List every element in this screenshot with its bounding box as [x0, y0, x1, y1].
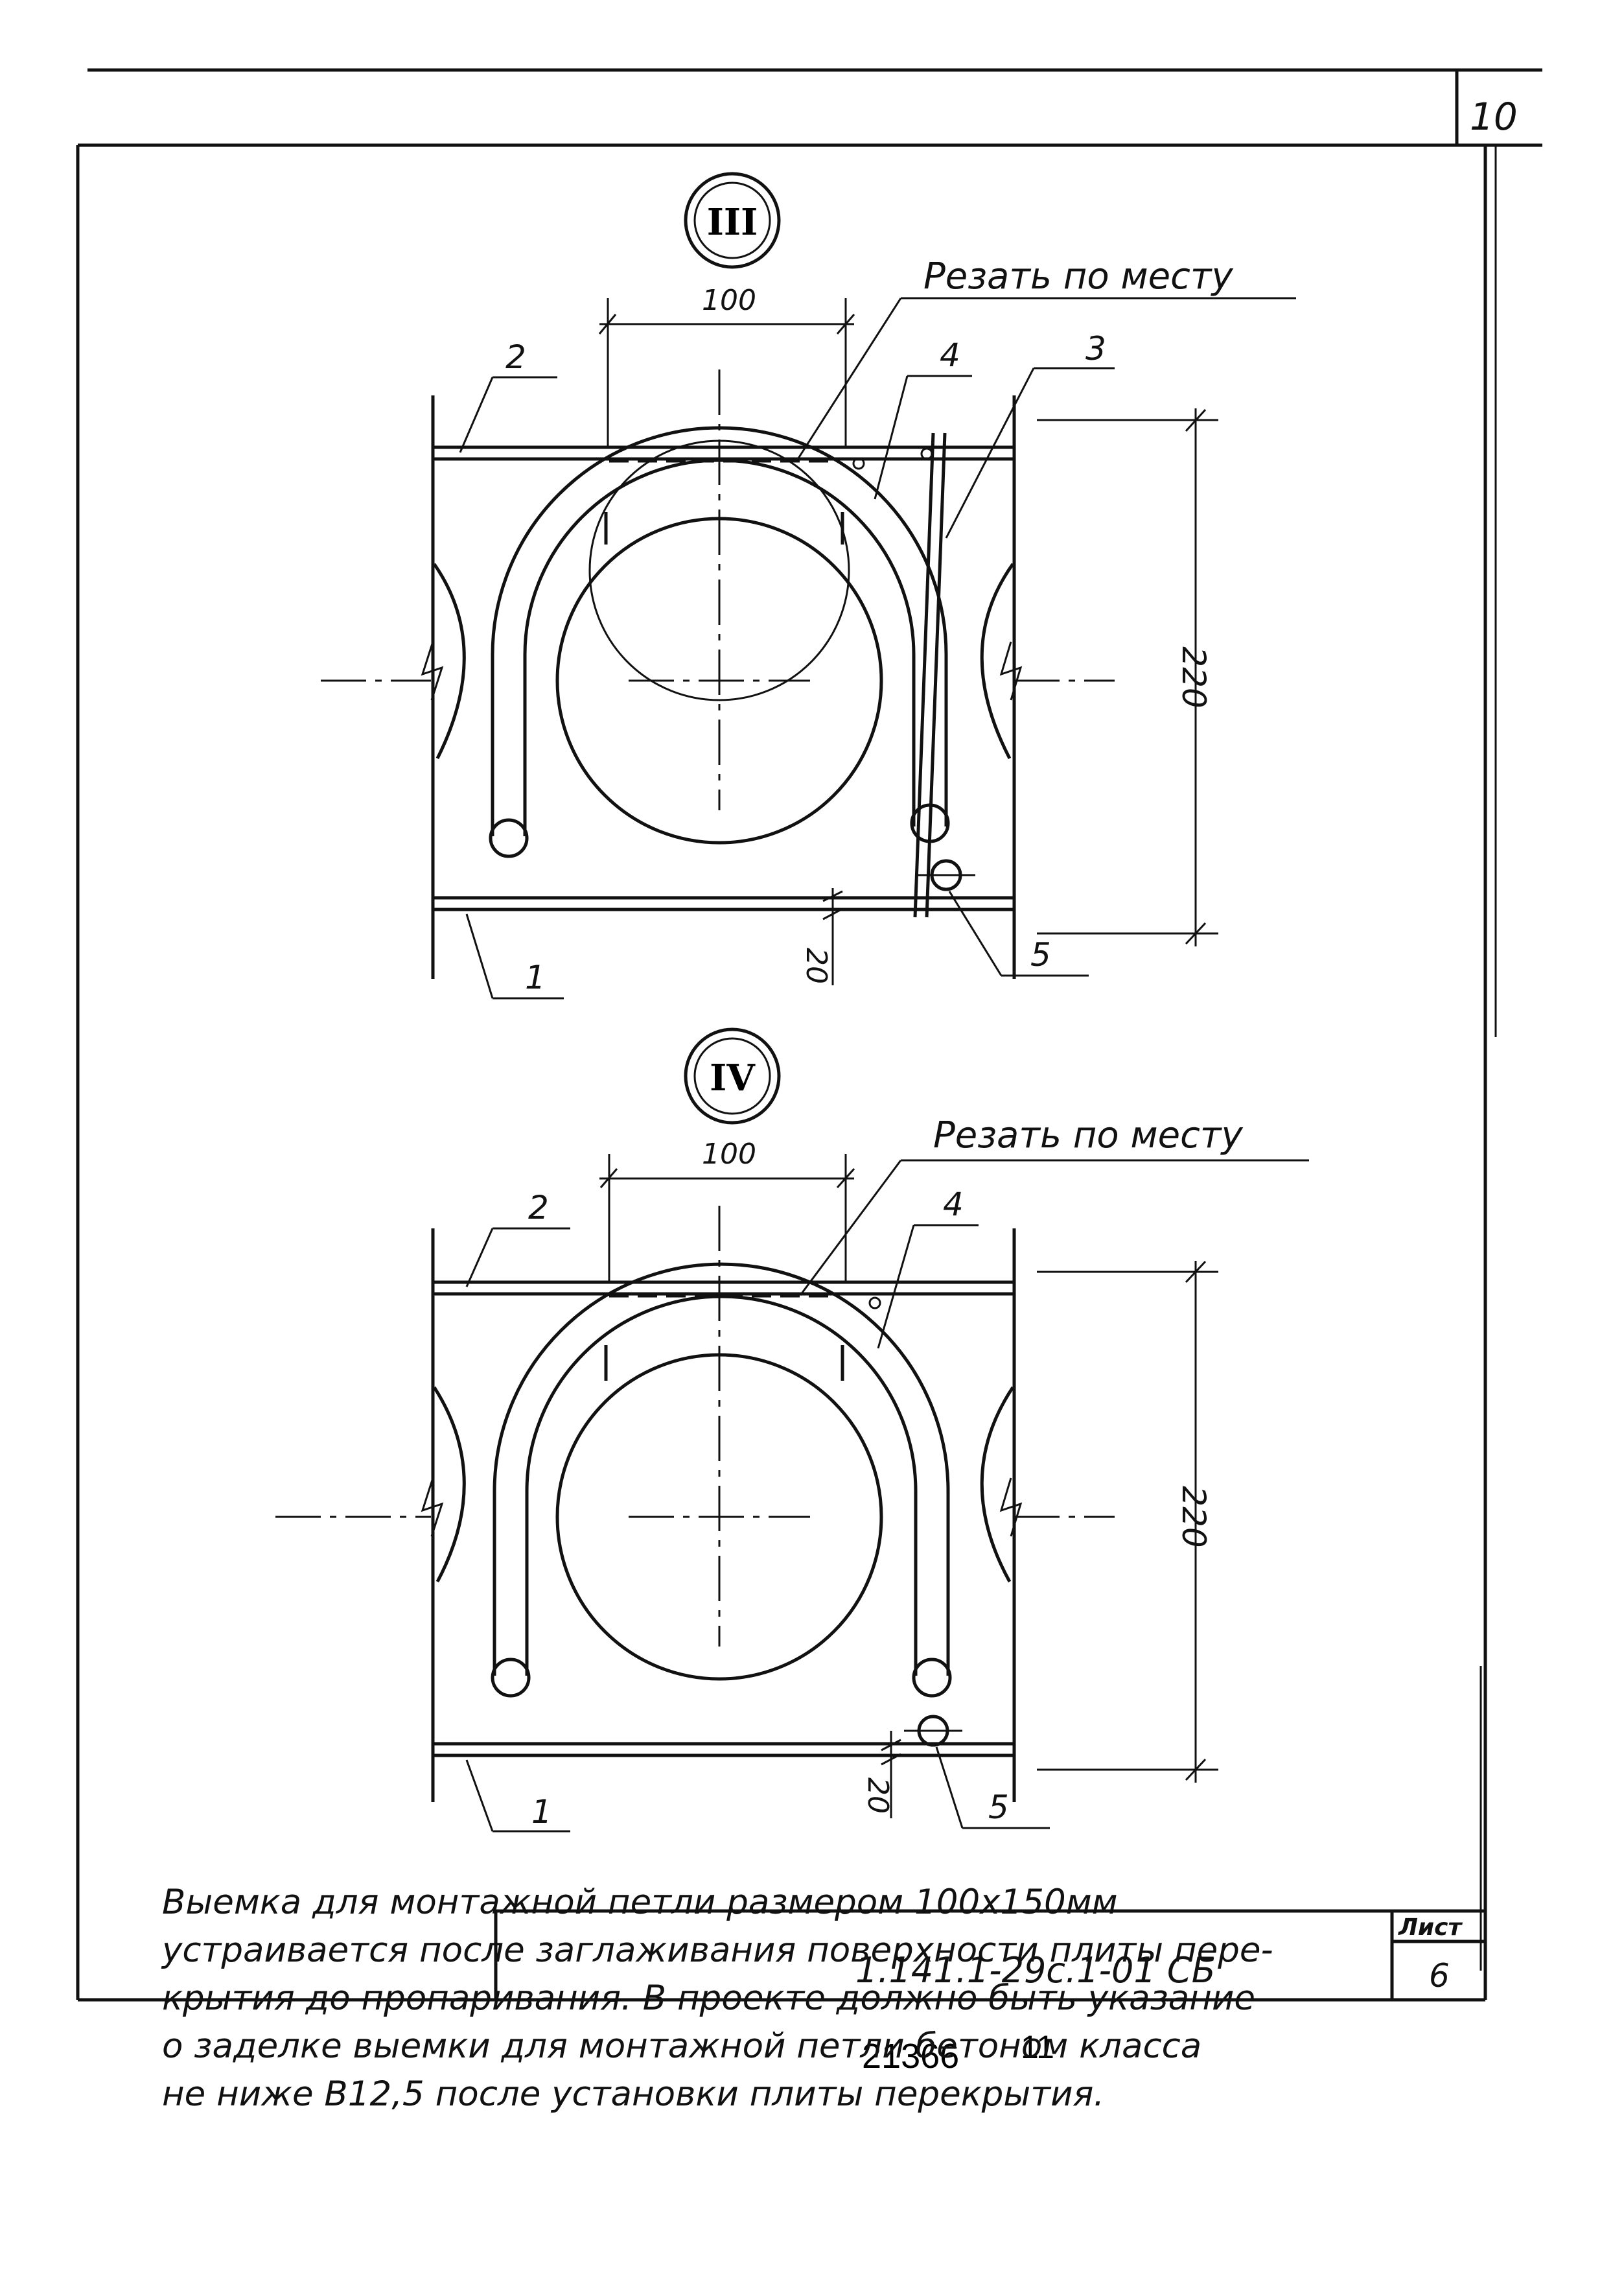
sheet-frame [76, 68, 1542, 2002]
note-line: не ниже В12,5 после установки плиты пере… [162, 2074, 1105, 2114]
detail-marker-iii: III [684, 172, 781, 269]
detail-marker-iv: IV [684, 1027, 781, 1125]
explanatory-note: Выемка для монтажной петли размером 100х… [162, 1879, 1458, 2118]
callout-5: 5 [988, 1788, 1009, 1826]
detail-iv: IV 100 [275, 1027, 1309, 1833]
footer-number: 21366 [862, 2037, 959, 2076]
dimension-height: 220 [1175, 646, 1212, 708]
callout-3: 3 [1085, 330, 1106, 368]
footer-extra: 11 [1021, 2029, 1054, 2065]
cut-note: Резать по месту [933, 1114, 1244, 1156]
dimension-height: 220 [1175, 1486, 1212, 1547]
title-block-code: 1.141.1-29с.1-01 СБ [855, 1950, 1216, 1991]
note-line: Выемка для монтажной петли размером 100х… [162, 1882, 1118, 1922]
note-line: устраивается после заглаживания поверхно… [162, 1930, 1273, 1970]
detail-iii: III [321, 172, 1296, 1000]
sheet-number-top: 10 [1470, 95, 1518, 139]
title-block-sheet-value: 6 [1429, 1957, 1450, 1995]
callout-4: 4 [943, 1186, 964, 1223]
dimension-offset: 20 [861, 1777, 894, 1814]
dimension-offset: 20 [800, 948, 833, 984]
dimension-width: 100 [702, 284, 756, 317]
dimension-width: 100 [702, 1138, 756, 1171]
callout-1: 1 [531, 1793, 552, 1831]
callout-2: 2 [505, 338, 526, 376]
callout-1: 1 [525, 959, 546, 996]
callout-4: 4 [940, 336, 960, 374]
title-block [494, 1909, 1485, 2000]
title-block-sheet-label: Лист [1398, 1914, 1463, 1941]
cut-note: Резать по месту [923, 255, 1234, 298]
note-line: о заделке выемки для монтажной петли бет… [162, 2026, 1202, 2066]
detail-marker-label: IV [710, 1057, 756, 1099]
detail-marker-label: III [707, 201, 758, 244]
callout-5: 5 [1030, 936, 1051, 974]
callout-2: 2 [528, 1189, 549, 1226]
note-line: крытия до пропаривания. В проекте должно… [162, 1978, 1255, 2018]
